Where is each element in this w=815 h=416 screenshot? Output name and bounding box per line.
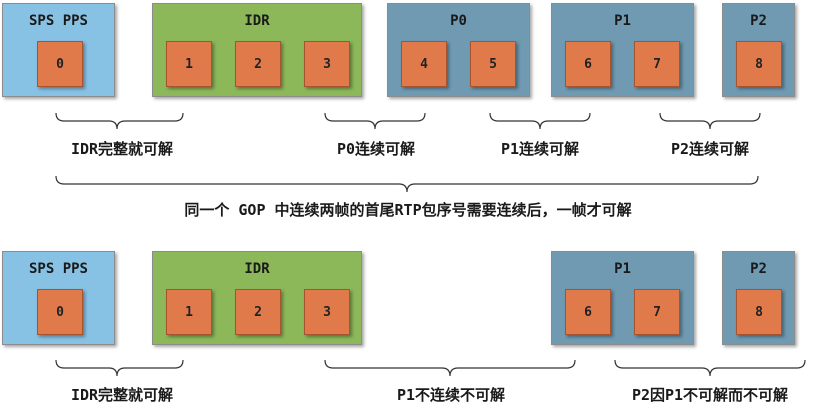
packet: 6 bbox=[565, 289, 611, 335]
brace bbox=[55, 175, 759, 193]
caption-p2-not-decodable: P2因P1不可解而不可解 bbox=[631, 386, 789, 404]
packet: 2 bbox=[235, 41, 281, 87]
bottom-sps-pps-group: SPS PPS 0 bbox=[2, 251, 115, 345]
caption-p2-decodable: P2连续可解 bbox=[670, 140, 750, 158]
packet: 5 bbox=[470, 41, 516, 87]
brace bbox=[55, 112, 184, 130]
packet: 8 bbox=[736, 41, 782, 87]
top-p2-group: P2 8 bbox=[722, 3, 795, 97]
packet: 1 bbox=[166, 289, 212, 335]
brace bbox=[489, 112, 591, 130]
packet: 6 bbox=[565, 41, 611, 87]
top-p1-group: P1 6 7 bbox=[551, 3, 694, 97]
group-label: P1 bbox=[614, 13, 631, 29]
packet: 7 bbox=[634, 289, 680, 335]
top-sps-pps-group: SPS PPS 0 bbox=[2, 3, 115, 97]
top-p0-group: P0 4 5 bbox=[387, 3, 530, 97]
top-idr-group: IDR 1 2 3 bbox=[152, 3, 362, 97]
group-label: IDR bbox=[244, 13, 270, 29]
group-label: P2 bbox=[750, 13, 767, 29]
bottom-p2-group: P2 8 bbox=[722, 251, 795, 345]
caption-p1-decodable: P1连续可解 bbox=[500, 140, 580, 158]
packet: 3 bbox=[304, 289, 350, 335]
brace bbox=[324, 112, 426, 130]
packet: 2 bbox=[235, 289, 281, 335]
packet: 0 bbox=[37, 41, 83, 87]
brace bbox=[324, 359, 576, 377]
brace bbox=[659, 112, 761, 130]
packet: 7 bbox=[634, 41, 680, 87]
bottom-idr-group: IDR 1 2 3 bbox=[152, 251, 362, 345]
bottom-p1-group: P1 6 7 bbox=[551, 251, 694, 345]
packet: 8 bbox=[736, 289, 782, 335]
group-label: P0 bbox=[450, 13, 467, 29]
caption-idr-decodable: IDR完整就可解 bbox=[70, 386, 174, 404]
group-label: P2 bbox=[750, 261, 767, 277]
caption-p1-not-continuous: P1不连续不可解 bbox=[396, 386, 506, 404]
packet: 1 bbox=[166, 41, 212, 87]
packet: 4 bbox=[401, 41, 447, 87]
packet: 0 bbox=[37, 289, 83, 335]
group-label: P1 bbox=[614, 261, 631, 277]
brace bbox=[55, 359, 184, 377]
caption-idr-decodable: IDR完整就可解 bbox=[70, 140, 174, 158]
caption-gop-rule: 同一个 GOP 中连续两帧的首尾RTP包序号需要连续后，一帧才可解 bbox=[184, 201, 632, 219]
brace bbox=[614, 359, 806, 377]
group-label: SPS PPS bbox=[28, 13, 88, 29]
group-label: SPS PPS bbox=[28, 261, 88, 277]
packet: 3 bbox=[304, 41, 350, 87]
caption-p0-decodable: P0连续可解 bbox=[336, 140, 416, 158]
group-label: IDR bbox=[244, 261, 270, 277]
